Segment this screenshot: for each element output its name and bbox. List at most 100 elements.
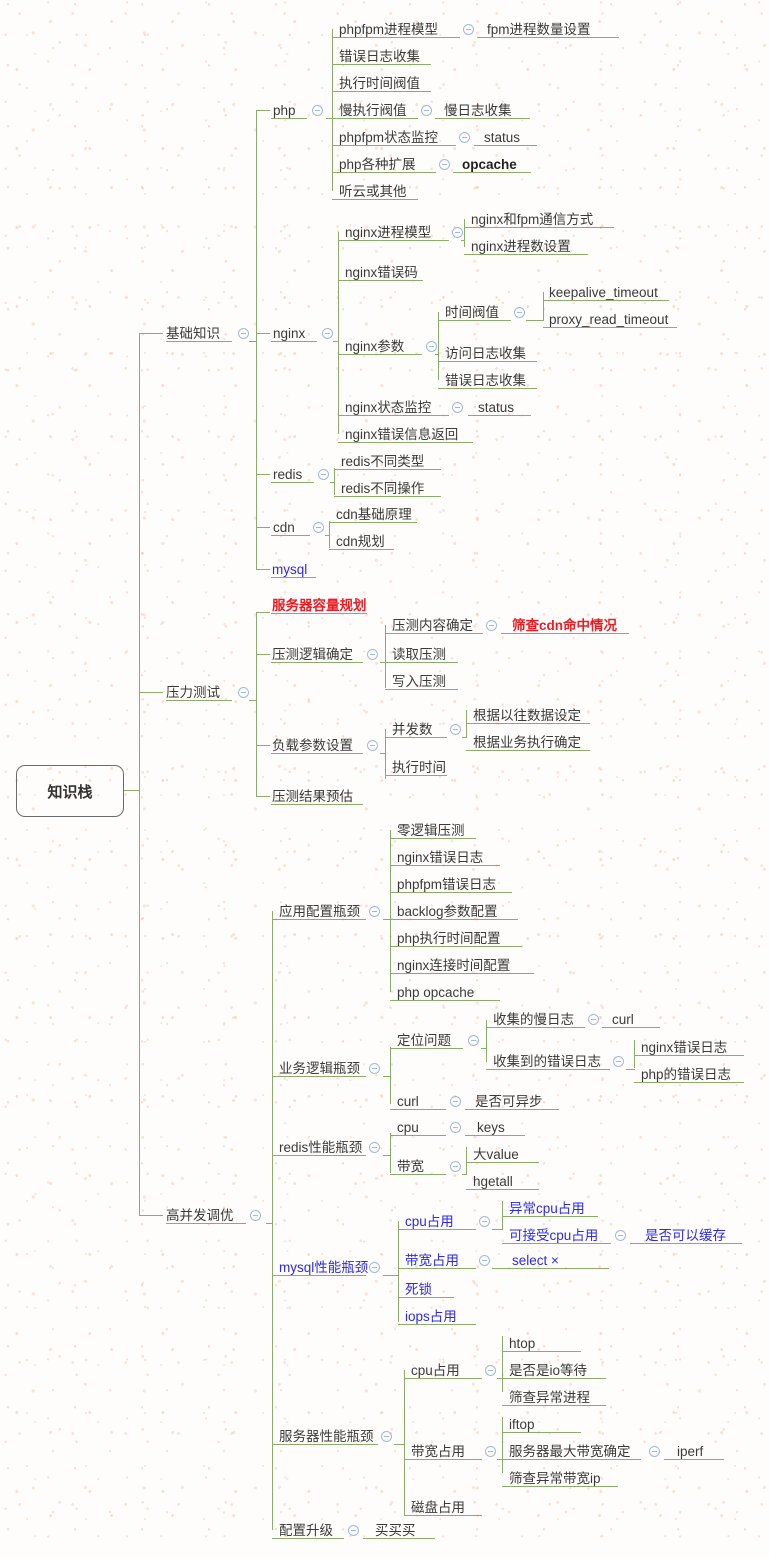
collapse-toggle-slow-exec-threshold[interactable] — [421, 105, 432, 116]
node-phpfpm-process-model[interactable]: phpfpm进程模型 — [339, 21, 439, 37]
collapse-toggle-locate-issue[interactable] — [468, 1035, 479, 1046]
node-php-error-log-3[interactable]: php的错误日志 — [641, 1066, 732, 1082]
node-fpm-process-count[interactable]: fpm进程数量设置 — [487, 21, 591, 37]
node-server-max-bandwidth[interactable]: 服务器最大带宽确定 — [509, 1443, 631, 1459]
collapse-toggle-redis-cpu[interactable] — [450, 1122, 461, 1133]
collapse-toggle-load-params[interactable] — [367, 740, 378, 751]
node-cdn[interactable]: cdn — [273, 519, 295, 535]
node-write-stress-test[interactable]: 写入压测 — [392, 673, 446, 689]
node-redis-cpu[interactable]: cpu — [397, 1119, 419, 1135]
node-config-upgrade[interactable]: 配置升级 — [279, 1522, 333, 1538]
node-nginx-fpm-comm[interactable]: nginx和fpm通信方式 — [471, 211, 594, 227]
node-select-star[interactable]: select × — [512, 1252, 559, 1268]
node-curl-2[interactable]: curl — [397, 1093, 419, 1109]
node-opcache[interactable]: opcache — [462, 156, 517, 172]
node-time-threshold[interactable]: 时间阀值 — [445, 304, 499, 320]
node-yace-result-estimate[interactable]: 压测结果预估 — [272, 788, 353, 804]
node-php-extensions[interactable]: php各种扩展 — [339, 156, 416, 172]
node-based-on-history[interactable]: 根据以往数据设定 — [473, 707, 581, 723]
node-error-log-collected[interactable]: 收集到的错误日志 — [493, 1053, 601, 1069]
node-backlog-config[interactable]: backlog参数配置 — [397, 903, 498, 919]
collapse-toggle-redis-perf-bottleneck[interactable] — [369, 1142, 380, 1153]
node-tingyun-other[interactable]: 听云或其他 — [339, 183, 407, 199]
collapse-toggle-nginx-process-model[interactable] — [452, 227, 463, 238]
collapse-toggle-mysql-perf-bottleneck[interactable] — [369, 1262, 380, 1273]
node-server-perf-bottleneck[interactable]: 服务器性能瓶颈 — [279, 1428, 374, 1444]
node-server-bandwidth-usage[interactable]: 带宽占用 — [411, 1443, 465, 1459]
node-nginx-error-log-3[interactable]: nginx错误日志 — [641, 1039, 728, 1055]
node-cdn-planning[interactable]: cdn规划 — [336, 533, 385, 549]
node-php-opcache[interactable]: php opcache — [397, 984, 475, 1000]
node-mysql-bandwidth-usage[interactable]: 带宽占用 — [405, 1252, 459, 1268]
node-php-exec-time-threshold[interactable]: 执行时间阀值 — [339, 75, 420, 91]
node-nginx[interactable]: nginx — [273, 325, 306, 341]
collapse-toggle-yali-ceshi[interactable] — [238, 687, 249, 698]
node-cdn-principle[interactable]: cdn基础原理 — [336, 506, 412, 522]
node-load-params[interactable]: 负载参数设置 — [272, 737, 353, 753]
collapse-toggle-concurrency[interactable] — [450, 724, 461, 735]
collapse-toggle-redis[interactable] — [318, 469, 329, 480]
node-based-on-business[interactable]: 根据业务执行确定 — [473, 734, 581, 750]
node-access-log-collect[interactable]: 访问日志收集 — [445, 345, 526, 361]
collapse-toggle-php-extensions[interactable] — [439, 159, 450, 170]
node-keepalive-timeout[interactable]: keepalive_timeout — [549, 284, 658, 300]
node-htop[interactable]: htop — [509, 1335, 536, 1351]
node-acceptable-cpu-usage[interactable]: 可接受cpu占用 — [509, 1227, 599, 1243]
node-locate-issue[interactable]: 定位问题 — [397, 1032, 451, 1048]
node-nginx-process-count[interactable]: nginx进程数设置 — [471, 238, 571, 254]
node-nginx-params[interactable]: nginx参数 — [345, 338, 405, 354]
node-server-cpu-usage[interactable]: cpu占用 — [411, 1362, 460, 1378]
node-iftop[interactable]: iftop — [509, 1416, 535, 1432]
collapse-toggle-mysql-bandwidth-usage[interactable] — [479, 1255, 490, 1266]
node-phpfpm-error-log[interactable]: phpfpm错误日志 — [397, 876, 497, 892]
collapse-toggle-error-log-collected[interactable] — [613, 1056, 624, 1067]
node-mysql-iops-usage[interactable]: iops占用 — [405, 1308, 457, 1324]
collapse-toggle-config-upgrade[interactable] — [348, 1525, 359, 1536]
collapse-toggle-phpfpm-status-monitor[interactable] — [459, 132, 470, 143]
collapse-toggle-slow-log-collected[interactable] — [588, 1014, 599, 1025]
node-php-exec-time-config[interactable]: php执行时间配置 — [397, 930, 501, 946]
collapse-toggle-nginx-status-monitor[interactable] — [452, 402, 463, 413]
collapse-toggle-curl-2[interactable] — [450, 1096, 461, 1107]
node-nginx-error-return[interactable]: nginx错误信息返回 — [345, 426, 459, 442]
node-concurrency[interactable]: 并发数 — [392, 721, 433, 737]
node-zero-logic-test[interactable]: 零逻辑压测 — [397, 822, 465, 838]
collapse-toggle-yace-logic[interactable] — [367, 649, 378, 660]
collapse-toggle-jichu[interactable] — [238, 328, 249, 339]
node-can-cache[interactable]: 是否可以缓存 — [645, 1227, 726, 1243]
node-gaobingfa-tiaoyou[interactable]: 高并发调优 — [166, 1207, 234, 1223]
node-yace-content[interactable]: 压测内容确定 — [392, 617, 473, 633]
node-slow-log-collect[interactable]: 慢日志收集 — [444, 102, 512, 118]
node-yace-logic[interactable]: 压测逻辑确定 — [272, 646, 353, 662]
node-abnormal-cpu-usage[interactable]: 异常cpu占用 — [509, 1200, 585, 1216]
collapse-toggle-gaobingfa[interactable] — [250, 1210, 261, 1221]
collapse-toggle-server-max-bandwidth[interactable] — [649, 1446, 660, 1457]
node-nginx-error-log-2[interactable]: nginx错误日志 — [397, 849, 484, 865]
collapse-toggle-time-threshold[interactable] — [514, 307, 525, 318]
collapse-toggle-business-logic-bottleneck[interactable] — [369, 1063, 380, 1074]
collapse-toggle-cdn[interactable] — [313, 522, 324, 533]
node-proxy-read-timeout[interactable]: proxy_read_timeout — [549, 311, 669, 327]
node-nginx-status[interactable]: status — [478, 399, 515, 415]
node-redis-ops[interactable]: redis不同操作 — [341, 480, 425, 496]
node-nginx-process-model[interactable]: nginx进程模型 — [345, 224, 432, 240]
node-cdn-hit-check[interactable]: 筛查cdn命中情况 — [512, 617, 618, 633]
collapse-toggle-server-cpu-usage[interactable] — [485, 1365, 496, 1376]
collapse-toggle-app-config-bottleneck[interactable] — [369, 906, 380, 917]
node-redis-keys[interactable]: keys — [477, 1119, 505, 1135]
root-node[interactable]: 知识栈 — [16, 765, 124, 817]
node-nginx-error-log-collect[interactable]: 错误日志收集 — [445, 372, 526, 388]
node-nginx-error-code[interactable]: nginx错误码 — [345, 264, 418, 280]
collapse-toggle-mysql-cpu-usage[interactable] — [479, 1216, 490, 1227]
collapse-toggle-phpfpm-process-model[interactable] — [463, 24, 474, 35]
collapse-toggle-nginx-params[interactable] — [426, 341, 437, 352]
node-yali-ceshi[interactable]: 压力测试 — [166, 684, 220, 700]
node-redis-bandwidth[interactable]: 带宽 — [397, 1158, 424, 1174]
node-app-config-bottleneck[interactable]: 应用配置瓶颈 — [279, 903, 360, 919]
node-phpfpm-status-monitor[interactable]: phpfpm状态监控 — [339, 129, 439, 145]
node-big-value[interactable]: 大value — [473, 1146, 519, 1162]
node-read-stress-test[interactable]: 读取压测 — [392, 646, 446, 662]
node-mysql-cpu-usage[interactable]: cpu占用 — [405, 1213, 454, 1229]
collapse-toggle-php[interactable] — [312, 105, 323, 116]
collapse-toggle-redis-bandwidth[interactable] — [450, 1161, 461, 1172]
